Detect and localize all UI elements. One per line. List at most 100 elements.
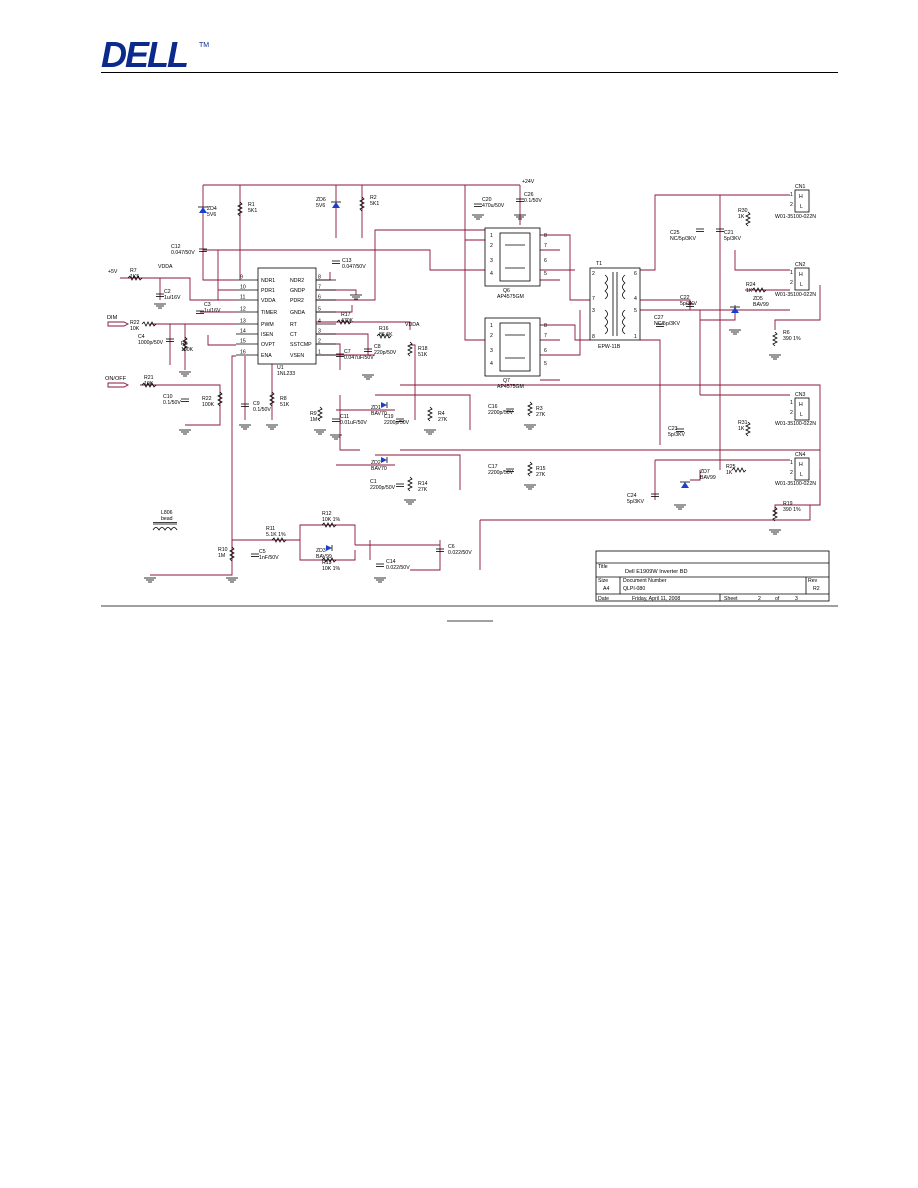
r21-ref: R21 bbox=[144, 375, 154, 381]
cn1-ref: CN1 bbox=[795, 184, 805, 190]
ground-symbols bbox=[144, 214, 781, 583]
r22b-value: 100K bbox=[202, 402, 215, 408]
connector-cn4: 12 HL CN4 W01-35100-022N bbox=[775, 452, 816, 487]
cn3-part: W01-35100-022N bbox=[775, 421, 816, 427]
q7-ref: Q7 bbox=[503, 378, 510, 384]
c11-ref: C11 bbox=[340, 414, 349, 420]
tb-size: A4 bbox=[603, 586, 609, 592]
ground-symbol bbox=[350, 294, 362, 300]
ic-pin-num: 15 bbox=[240, 339, 246, 345]
c13-value: 0.047/50V bbox=[342, 264, 366, 270]
r9-ref: R9 bbox=[310, 411, 317, 417]
c1-symbol bbox=[396, 483, 404, 487]
c19-symbol bbox=[396, 418, 404, 422]
svg-text:5: 5 bbox=[544, 271, 547, 277]
r18-value: 51K bbox=[418, 352, 428, 358]
ground-symbol bbox=[154, 303, 166, 309]
r19-value: 390 1% bbox=[783, 507, 801, 513]
c17-symbol bbox=[506, 468, 514, 472]
r12-symbol bbox=[321, 522, 337, 528]
tb-rev-label: Rev bbox=[808, 578, 818, 584]
c9-value: 0.1/50V bbox=[253, 407, 271, 413]
r17-value: 470K bbox=[341, 318, 354, 324]
r18-ref: R18 bbox=[418, 346, 428, 352]
svg-text:2: 2 bbox=[790, 202, 793, 208]
ground-symbol bbox=[472, 214, 484, 220]
svg-text:H: H bbox=[799, 462, 803, 468]
ground-symbol bbox=[314, 429, 326, 435]
zd1-ref: ZD1 bbox=[371, 405, 381, 411]
ground-symbol bbox=[179, 429, 191, 435]
c21-value: 5p/3KV bbox=[724, 236, 742, 242]
svg-text:7: 7 bbox=[544, 243, 547, 249]
c26-symbol bbox=[516, 198, 524, 202]
r13-ref: R13 bbox=[322, 560, 332, 566]
logo-trademark: TM bbox=[199, 42, 209, 49]
ic-pin-name: NDR2 bbox=[290, 278, 304, 284]
connector-cn1: 12 HL CN1 W01-35100-022N bbox=[775, 184, 816, 220]
ic-pin-num: 10 bbox=[240, 285, 246, 291]
svg-text:4: 4 bbox=[634, 296, 637, 302]
r8-symbol bbox=[269, 391, 275, 407]
svg-text:2: 2 bbox=[790, 470, 793, 476]
tb-date: Friday, April 11, 2008 bbox=[632, 596, 680, 602]
r24-ref: R24 bbox=[746, 282, 756, 288]
zd5-symbol bbox=[730, 306, 740, 313]
r15-ref: R15 bbox=[536, 466, 546, 472]
zd3-value: BAV99 bbox=[316, 554, 332, 560]
ic-pin-num: 2 bbox=[318, 339, 321, 345]
l806-ref: L806 bbox=[161, 510, 173, 516]
ground-symbol bbox=[144, 577, 156, 583]
c12-value: 0.047/50V bbox=[171, 250, 195, 256]
r21-symbol bbox=[141, 382, 157, 388]
tb-rev: R2 bbox=[813, 586, 820, 592]
r15-value: 27K bbox=[536, 472, 546, 478]
input-onoff: ON/OFF bbox=[105, 376, 130, 388]
r16-symbol bbox=[376, 333, 392, 339]
r14-ref: R14 bbox=[418, 481, 428, 487]
ic-pin-num: 5 bbox=[318, 307, 321, 313]
r2-symbol bbox=[359, 196, 365, 212]
c1-ref: C1 bbox=[370, 479, 377, 485]
ground-symbol bbox=[514, 214, 526, 220]
ic-pin-num: 7 bbox=[318, 285, 321, 291]
r5-ref: R5 bbox=[181, 341, 188, 347]
c5-ref: C5 bbox=[259, 549, 266, 555]
r8-value: 51K bbox=[280, 402, 290, 408]
r11-value: 5.1K 1% bbox=[266, 532, 286, 538]
net-plus5v: +5V bbox=[108, 269, 118, 275]
r9-symbol bbox=[317, 406, 323, 422]
c14-symbol bbox=[376, 563, 384, 567]
r22b-ref: R22 bbox=[202, 396, 212, 402]
svg-text:6: 6 bbox=[544, 348, 547, 354]
svg-text:1: 1 bbox=[790, 400, 793, 406]
zd3-symbol bbox=[326, 545, 333, 551]
r17-ref: R17 bbox=[341, 312, 351, 318]
svg-text:1: 1 bbox=[490, 323, 493, 329]
ground-symbol bbox=[674, 504, 686, 510]
r9-value: 1M bbox=[310, 417, 317, 423]
svg-text:3: 3 bbox=[490, 258, 493, 264]
c14-value: 0.022/50V bbox=[386, 565, 410, 571]
q6-ref: Q6 bbox=[503, 288, 510, 294]
l806-value: bead bbox=[161, 516, 173, 522]
r13-value: 10K 1% bbox=[322, 566, 341, 572]
zd4-value: 5V6 bbox=[207, 212, 216, 218]
r19-ref: R19 bbox=[783, 501, 793, 507]
svg-text:7: 7 bbox=[592, 296, 595, 302]
input-dim: DIM bbox=[107, 315, 130, 327]
ic-pin-name: PDR2 bbox=[290, 298, 304, 304]
passive-components bbox=[127, 196, 778, 567]
r10-ref: R10 bbox=[218, 547, 228, 553]
ic-u1-part: 1NL233 bbox=[277, 371, 295, 377]
r12-ref: R12 bbox=[322, 511, 332, 517]
cn2-ref: CN2 bbox=[795, 262, 805, 268]
c22-ref: C22 bbox=[680, 295, 690, 301]
c9-ref: C9 bbox=[253, 401, 260, 407]
zd2-ref: ZD2 bbox=[371, 460, 381, 466]
c1-value: 2200p/50V bbox=[370, 485, 396, 491]
tb-sheet-label: Sheet bbox=[724, 596, 738, 602]
ic-pin-name: PWM bbox=[261, 322, 274, 328]
c27-value: NC/5p/3KV bbox=[654, 321, 680, 327]
